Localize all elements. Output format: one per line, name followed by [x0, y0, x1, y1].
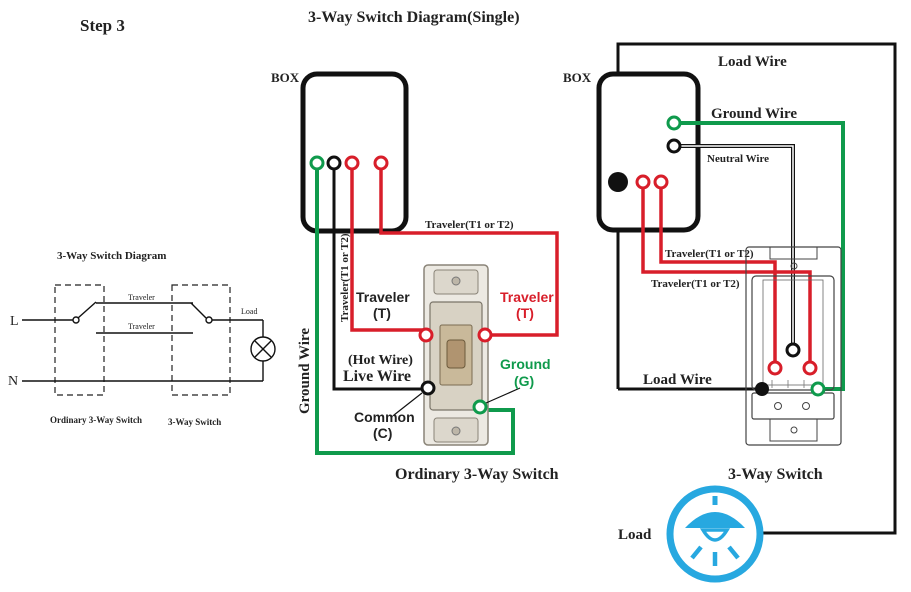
left-box-live-terminal [326, 155, 342, 171]
lamp-icon-ray-left [690, 545, 703, 560]
device-bottom-block [751, 392, 835, 420]
device-traveler-terminal-2 [802, 360, 818, 376]
hot-wire-label: (Hot Wire) [348, 353, 413, 368]
three-way-switch-caption: 3-Way Switch [728, 466, 823, 483]
left-traveler-screw [418, 327, 434, 343]
switch-mount-screw-top [451, 276, 461, 286]
diagram-title: 3-Way Switch Diagram(Single) [308, 9, 520, 26]
three-way-switch-device [745, 246, 842, 446]
left-traveler-horizontal-label: Traveler(T1 or T2) [425, 219, 514, 231]
mini-right-caption: 3-Way Switch [168, 417, 221, 427]
left-ground-wire [315, 163, 515, 455]
left-ground-wire-label: Ground Wire [297, 328, 313, 414]
device-traveler-terminal-1 [767, 360, 783, 376]
mini-right-switch-pivot [205, 316, 213, 324]
left-live-wire [332, 163, 424, 391]
left-traveler-wire-2 [379, 163, 559, 337]
switch-toggle [446, 339, 466, 369]
right-ground-wire [674, 121, 845, 391]
device-load-terminal [755, 382, 769, 396]
mini-right-switch-box [171, 284, 231, 396]
device-body [751, 275, 835, 391]
common-callout-line [393, 392, 423, 416]
mini-traveler-bottom-label: Traveler [128, 322, 155, 331]
device-bottom-hole-1 [774, 402, 782, 410]
left-box-ground-terminal [309, 155, 325, 171]
right-junction-box [596, 71, 701, 233]
left-box-traveler-terminal-2 [373, 155, 389, 171]
mini-lamp-cross-b [254, 340, 272, 358]
right-traveler-label-2: Traveler(T1 or T2) [651, 278, 740, 290]
left-box-traveler-terminal-1 [344, 155, 360, 171]
right-box-load-terminal [608, 172, 628, 192]
common-code: (C) [373, 425, 392, 441]
right-neutral-wire-inner [674, 145, 794, 346]
ordinary-switch-panel: BOX Traveler(T1 or T2) Traveler(T1 or T2… [271, 70, 559, 483]
mini-left-switch-pivot [72, 316, 80, 324]
right-load-wire-label: Load Wire [643, 372, 712, 388]
device-bottom-mount-screw [790, 426, 798, 434]
device-bottom-tab [769, 418, 818, 442]
left-traveler-wire-1 [350, 163, 426, 332]
lamp-icon-ray-right [727, 545, 740, 560]
mini-traveler-top-label: Traveler [128, 293, 155, 302]
mini-left-switch-blade [77, 301, 97, 319]
three-way-switch-panel: Load Wire BOX Ground Wire Neutral Wire T… [563, 42, 897, 583]
mini-neutral-label: N [8, 374, 18, 389]
device-inner-panel [762, 279, 824, 386]
right-box-traveler-terminal-1 [635, 174, 651, 190]
common-label: Common [354, 409, 415, 425]
traveler-left-label: Traveler [356, 289, 410, 305]
mini-line-label: L [10, 314, 19, 329]
mini-schematic: 3-Way Switch Diagram L N Traveler Travel… [8, 250, 276, 427]
traveler-left-code: (T) [373, 305, 391, 321]
right-box-label: BOX [563, 70, 592, 85]
ordinary-switch-device [423, 264, 489, 446]
right-box-ground-terminal [666, 115, 682, 131]
right-box-neutral-terminal [666, 138, 682, 154]
device-top-tab [769, 246, 818, 260]
ground-label: Ground [500, 356, 551, 372]
lamp-icon-shade [685, 512, 745, 528]
right-neutral-wire-label: Neutral Wire [707, 153, 769, 165]
left-traveler-vertical-label: Traveler(T1 or T2) [339, 233, 351, 322]
right-traveler-screw [477, 327, 493, 343]
common-screw [420, 380, 436, 396]
lamp-icon [666, 485, 764, 583]
right-box-traveler-terminal-2 [653, 174, 669, 190]
device-neutral-terminal [785, 342, 801, 358]
switch-mount-screw-bottom [451, 426, 461, 436]
ground-code: (G) [514, 373, 534, 389]
right-ground-wire-label: Ground Wire [711, 106, 797, 122]
device-bottom-hole-2 [802, 402, 810, 410]
mini-right-switch-blade [190, 302, 207, 319]
device-ground-terminal [810, 381, 826, 397]
traveler-right-label: Traveler [500, 289, 554, 305]
mini-diagram-title: 3-Way Switch Diagram [57, 250, 166, 262]
ground-callout-line [485, 387, 521, 404]
right-traveler-label-1: Traveler(T1 or T2) [665, 248, 754, 260]
ground-screw [472, 399, 488, 415]
device-top-mount-screw [790, 262, 798, 270]
mini-load-label: Load [241, 307, 257, 316]
mini-left-caption: Ordinary 3-Way Switch [50, 415, 142, 425]
lamp-icon-bulb [699, 528, 731, 542]
live-wire-label: Live Wire [343, 368, 411, 385]
traveler-right-code: (T) [516, 305, 534, 321]
ordinary-switch-caption: Ordinary 3-Way Switch [395, 466, 559, 483]
step-label: Step 3 [80, 16, 125, 35]
mini-left-switch-box [54, 284, 105, 396]
left-box-label: BOX [271, 70, 300, 85]
right-traveler-wire-1 [659, 182, 777, 366]
right-traveler-wire-2 [641, 182, 812, 366]
load-label: Load [618, 527, 652, 543]
right-load-wire-top-label: Load Wire [718, 54, 787, 70]
